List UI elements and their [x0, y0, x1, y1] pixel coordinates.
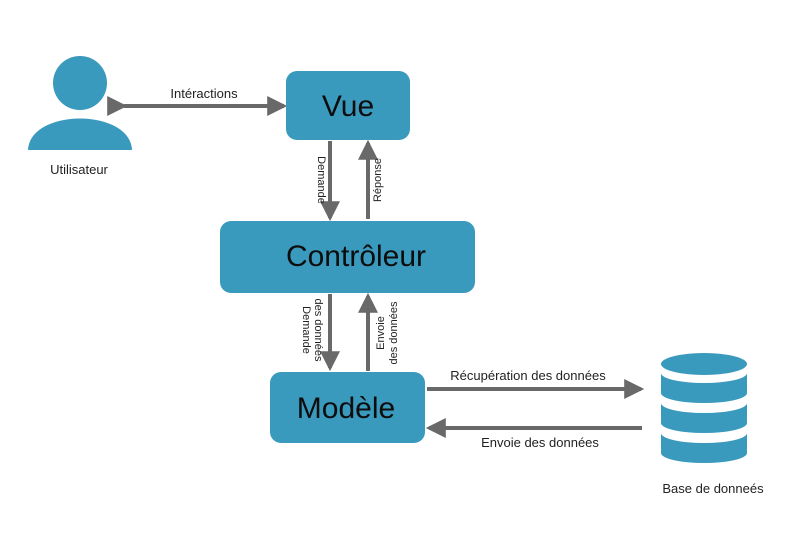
interactions-label: Intéractions	[170, 86, 238, 101]
modele-label: Modèle	[297, 392, 395, 425]
modele-node	[270, 372, 425, 443]
controleur-node	[220, 221, 475, 293]
envoie-donnees-label: Envoie des données	[481, 435, 599, 450]
demande-label: Demande	[315, 156, 327, 204]
utilisateur-label: Utilisateur	[50, 162, 108, 177]
database-icon	[661, 353, 747, 463]
recuperation-label: Récupération des données	[450, 368, 606, 383]
reponse-label: Réponse	[372, 158, 384, 202]
demande-donnees-label-1: Demande	[300, 306, 312, 354]
controleur-label: Contrôleur	[286, 240, 426, 273]
envoie-label-2: des données	[388, 301, 400, 364]
envoie-label-1: Envoie	[375, 316, 387, 350]
demande-donnees-label-2: des données	[312, 299, 324, 362]
vue-label: Vue	[322, 90, 374, 123]
vue-node	[286, 71, 410, 140]
user-icon	[28, 56, 132, 150]
base-label: Base de donneés	[662, 481, 764, 496]
